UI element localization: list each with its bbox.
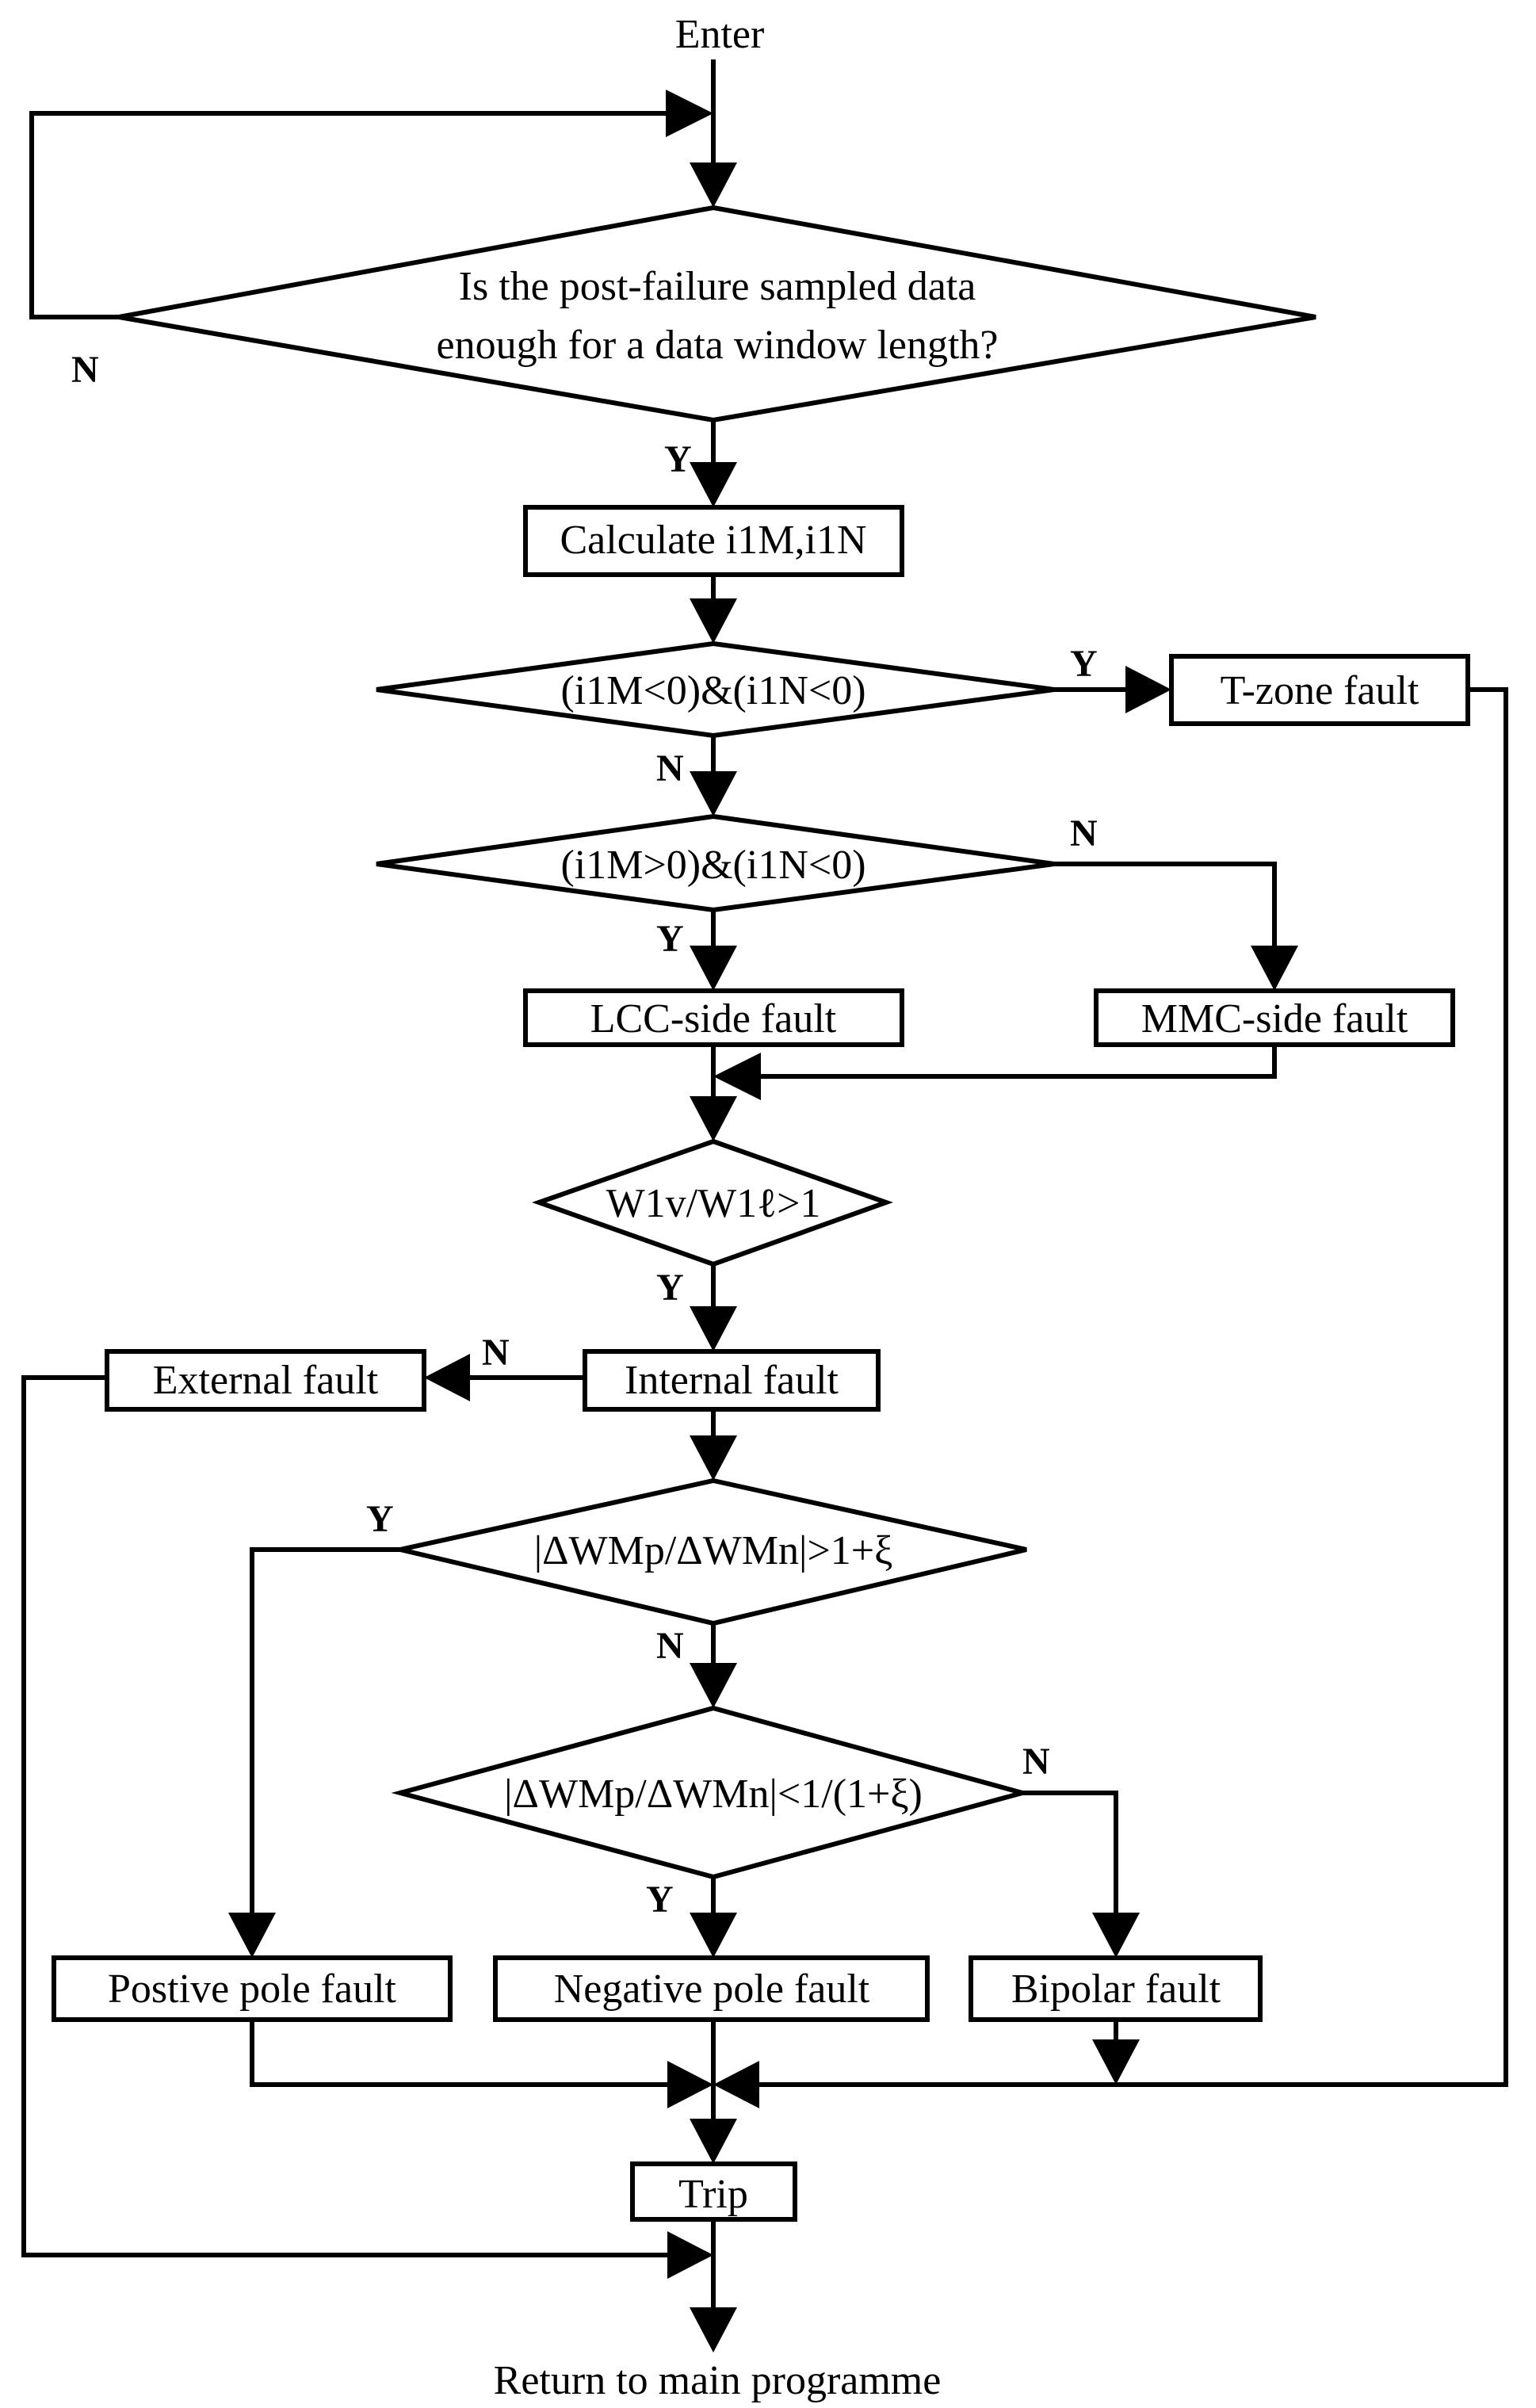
arrowhead-to-bipolar-fault	[1092, 1913, 1140, 1958]
lcc-fault-box	[523, 988, 904, 1047]
pos-no-label: N	[656, 1625, 684, 1667]
arrowhead-to-tzone-diamond	[690, 598, 737, 644]
lcc-fault-label: LCC-side fault	[590, 996, 837, 1042]
arrowhead-to-side-diamond	[690, 771, 737, 816]
return-label: Return to main programme	[494, 2358, 942, 2403]
branch-labels: N Y Y N N Y Y N Y N N Y	[71, 349, 1098, 1921]
neg-yes-label: Y	[646, 1879, 674, 1921]
arrowhead-to-return	[690, 2307, 737, 2353]
arrowhead-right-merge	[713, 2061, 759, 2108]
arrowhead-to-pos-diamond	[690, 1435, 737, 1481]
ratio-decision-label: W1v/W1ℓ>1	[606, 1181, 821, 1226]
arrowheads	[228, 90, 1298, 2353]
negative-fault-label: Negative pole fault	[554, 1967, 870, 2012]
pos-decision-diamond	[399, 1477, 1027, 1626]
arrowhead-to-mmc	[1251, 946, 1298, 991]
arrowhead-left-merge	[667, 2061, 713, 2108]
arrowhead-to-window-diamond	[690, 162, 737, 208]
bipolar-fault-label: Bipolar fault	[1011, 1967, 1221, 2012]
window-decision-diamond	[118, 204, 1316, 423]
shapes	[52, 204, 1470, 2222]
arrowhead-to-tzone-fault	[1125, 666, 1171, 713]
side-decision-label: (i1M>0)&(i1N<0)	[560, 843, 865, 888]
external-fault-box	[105, 1349, 426, 1412]
tzone-decision-label: (i1M<0)&(i1N<0)	[560, 668, 865, 713]
window-yes-label: Y	[664, 438, 692, 480]
mmc-fault-label: MMC-side fault	[1141, 996, 1408, 1042]
tzone-fault-label: T-zone fault	[1221, 668, 1419, 713]
arrowhead-bipolar-down	[1092, 2039, 1140, 2085]
ratio-yes-label: Y	[656, 1267, 684, 1309]
arrowhead-to-negative-fault	[690, 1913, 737, 1958]
arrowhead-to-internal	[690, 1306, 737, 1351]
mmc-fault-box	[1094, 988, 1455, 1047]
arrowhead-external-merge	[667, 2231, 713, 2279]
arrowhead-to-ratio-diamond	[690, 1096, 737, 1141]
neg-decision-label: |ΔWMp/ΔWMn|<1/(1+ξ)	[504, 1772, 923, 1817]
positive-fault-box	[52, 1955, 453, 2022]
side-no-label: N	[1070, 812, 1098, 854]
negative-fault-box	[493, 1955, 930, 2022]
arrowhead-to-external	[424, 1354, 470, 1401]
side-decision-diamond	[376, 813, 1055, 913]
arrowhead-mmc-merge	[713, 1053, 761, 1100]
pos-yes-label: Y	[366, 1498, 394, 1540]
internal-fault-box	[583, 1349, 881, 1412]
internal-no-label: N	[482, 1332, 510, 1374]
arrowhead-into-loop	[666, 90, 713, 137]
tzone-yes-label: Y	[1070, 643, 1098, 685]
ratio-decision-diamond	[531, 1138, 893, 1267]
window-decision-line2: enough for a data window length?	[436, 323, 998, 368]
positive-fault-label: Postive pole fault	[108, 1967, 397, 2012]
arrowhead-to-trip	[690, 2119, 737, 2164]
window-decision-line1: Is the post-failure sampled data	[459, 264, 976, 309]
connectors	[21, 59, 1508, 2311]
arrowhead-to-calc	[690, 462, 737, 507]
neg-decision-diamond	[391, 1705, 1032, 1880]
trip-box	[630, 2161, 797, 2222]
labels: Enter Is the post-failure sampled data e…	[108, 12, 1419, 2403]
calc-box	[523, 505, 904, 577]
side-yes-label: Y	[656, 918, 684, 960]
pos-decision-label: |ΔWMp/ΔWMn|>1+ξ	[534, 1528, 893, 1573]
internal-fault-label: Internal fault	[625, 1358, 839, 1403]
window-no-label: N	[71, 349, 99, 391]
arrowhead-to-lcc	[690, 946, 737, 991]
arrowhead-to-neg-diamond	[690, 1663, 737, 1708]
trip-label: Trip	[678, 2172, 748, 2217]
enter-label: Enter	[675, 12, 765, 57]
neg-no-label: N	[1022, 1741, 1050, 1783]
tzone-fault-box	[1169, 654, 1470, 726]
external-fault-label: External fault	[153, 1358, 379, 1403]
tzone-decision-diamond	[376, 640, 1055, 739]
bipolar-fault-box	[969, 1955, 1263, 2022]
calc-label: Calculate i1M,i1N	[560, 518, 866, 563]
tzone-no-label: N	[656, 747, 684, 789]
arrowhead-to-positive-fault	[228, 1913, 276, 1958]
